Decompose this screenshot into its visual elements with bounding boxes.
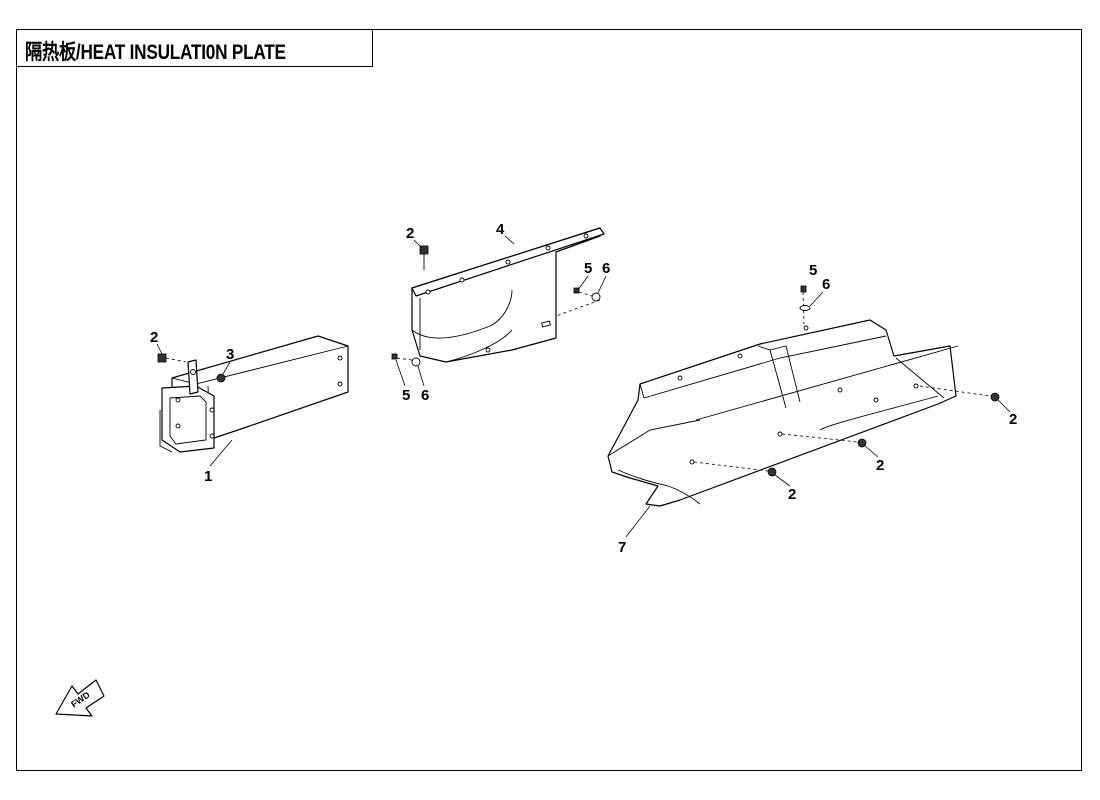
drawing-frame: [16, 29, 1082, 771]
nut-icon: [919, 385, 1000, 402]
part-7-rear-heat-shield: 5 6 2 2 2 7: [607, 262, 1017, 556]
part-4-middle-heat-shield: 2 4 5 6 5 6: [391, 221, 610, 404]
screw-icon: [391, 353, 413, 361]
bolt-icon: [419, 245, 429, 270]
part-1-front-heat-shield: 2 3 1: [150, 329, 349, 485]
washer-icon: [799, 305, 811, 311]
screw-icon: [800, 285, 807, 325]
washer-icon: [591, 292, 601, 302]
forward-arrow-icon: FWD: [55, 679, 105, 717]
callout-6-lower: 6: [421, 387, 429, 404]
callout-5-lower: 5: [402, 387, 410, 404]
callout-7: 7: [618, 539, 626, 556]
nut-icon: [693, 461, 777, 477]
callout-1: 1: [204, 468, 212, 485]
callout-6-upper: 6: [602, 260, 610, 277]
callout-6-rear: 6: [822, 276, 830, 293]
callout-2-rear-middle: 2: [876, 457, 884, 474]
screw-icon: [573, 287, 593, 297]
callout-2-rear-right: 2: [1009, 411, 1017, 428]
callout-3: 3: [226, 346, 234, 363]
callout-4: 4: [496, 221, 505, 238]
callout-5-upper: 5: [584, 260, 592, 277]
title-box: 隔热板/HEAT INSULATI0N PLATE: [16, 29, 373, 67]
callout-2-part1-bolt: 2: [150, 329, 158, 346]
washer-icon: [411, 357, 421, 367]
page-title: 隔热板/HEAT INSULATI0N PLATE: [25, 41, 286, 64]
nut-icon: [781, 433, 867, 448]
callout-2-rear-lower: 2: [788, 486, 796, 503]
bolt-icon: [157, 353, 187, 363]
nut-icon: [216, 373, 226, 383]
callout-2-part4-bolt: 2: [406, 225, 414, 242]
callout-5-rear: 5: [809, 262, 817, 279]
